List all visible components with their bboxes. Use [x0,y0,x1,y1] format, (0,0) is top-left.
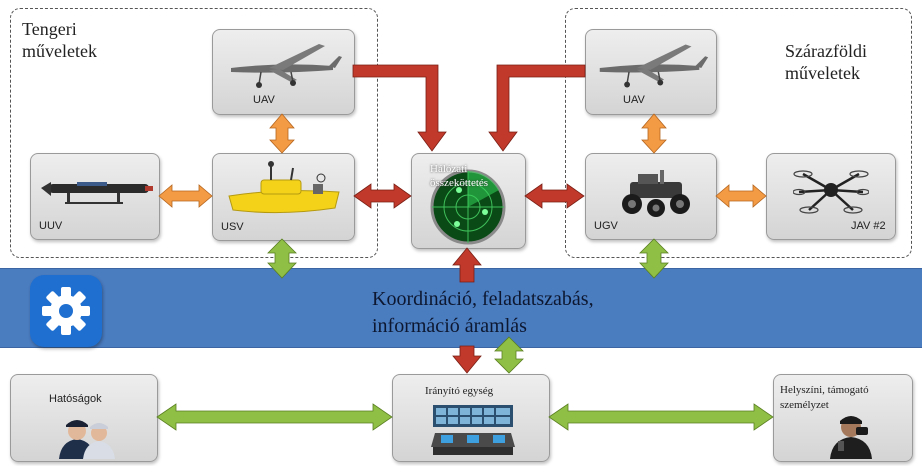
network-node: Hálózati összeköttetés [411,153,526,249]
ugv-label: UGV [594,220,618,232]
surface-vessel-icon [228,161,340,214]
control-room-icon [431,405,515,455]
orange-arrow-uav-usv-naval [269,113,295,154]
underwater-vehicle-icon [41,182,153,204]
orange-arrow-uuv-usv [158,184,213,208]
uav-naval-label: UAV [253,94,275,106]
uuv-node: UUV [30,153,160,240]
field-operator-icon [830,416,872,459]
fixed-wing-drone-icon [231,44,342,88]
usv-node: USV [212,153,355,241]
green-arrow-control-fieldstaff [548,403,774,431]
ground-robot-icon [622,170,690,217]
field-staff-label: Helyszíni, támogató személyzet [780,384,869,411]
red-arrow-band-control [452,345,482,374]
jav2-node: JAV #2 [766,153,896,240]
network-label: Hálózati összeköttetés [430,163,489,189]
usv-label: USV [221,221,244,233]
hexacopter-icon [793,170,869,214]
fixed-wing-drone-icon [599,44,709,88]
green-arrow-usv-band [267,238,297,279]
green-arrow-hatosagok-control [156,403,393,431]
control-label: Irányító egység [425,385,494,397]
ugv-node: UGV [585,153,717,240]
field-staff-node: Helyszíni, támogató személyzet [773,374,913,462]
uav-land-label: UAV [623,94,645,106]
uav-land-node: UAV [585,29,717,115]
red-arrow-uav-naval-to-network [352,64,447,152]
jav2-label: JAV #2 [851,220,886,232]
orange-arrow-uav-ugv-land [641,113,667,154]
uav-naval-node: UAV [212,29,355,115]
hatosagok-label: Hatóságok [49,393,102,405]
uuv-label: UUV [39,220,63,232]
orange-arrow-ugv-jav [715,184,767,208]
green-arrow-ugv-band [639,238,669,279]
control-node: Irányító egység [392,374,550,462]
red-arrow-network-band [452,247,482,283]
naval-operations-title: Tengeri műveletek [22,19,97,61]
gear-icon [30,275,102,347]
red-arrow-network-ugv [524,183,585,209]
land-operations-region [565,8,912,258]
red-arrow-usv-network [353,183,412,209]
green-arrow-band-control [494,336,524,374]
authority-personnel-icon [59,420,115,459]
radar-scope-icon [430,169,506,245]
coordination-text-line1: Koordináció, feladatszabás, [372,288,594,310]
naval-operations-region [10,8,378,258]
red-arrow-uav-land-to-network [488,64,586,152]
hatosagok-node: Hatóságok [10,374,158,462]
land-operations-title: Szárazföldi műveletek [785,41,867,83]
coordination-text-line2: információ áramlás [372,315,527,337]
